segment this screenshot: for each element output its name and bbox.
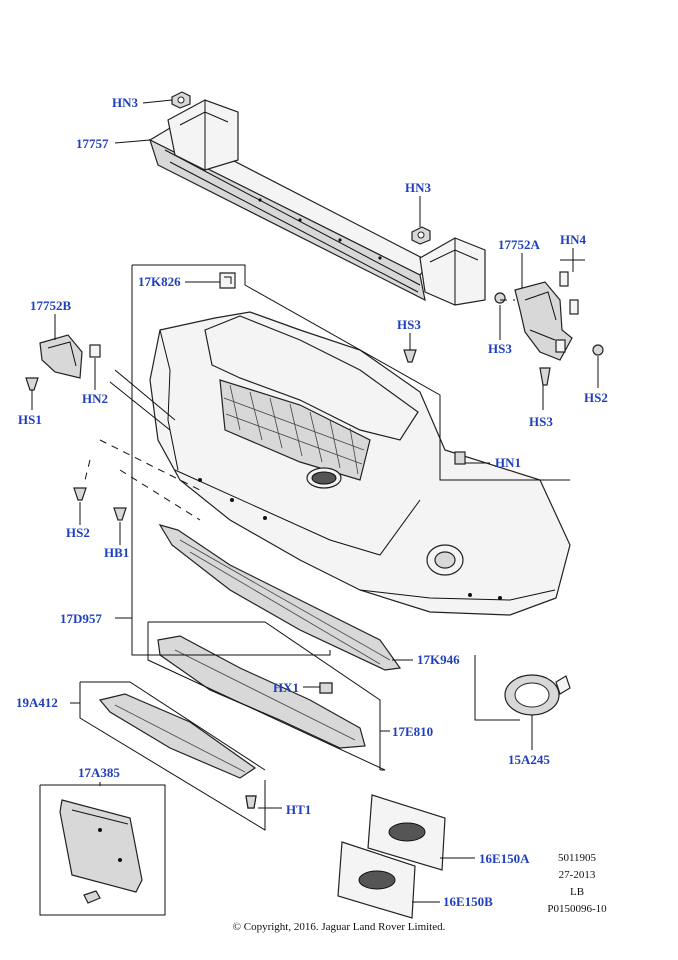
- ref-lb: LB: [569, 886, 585, 898]
- label-16e150a: 16E150A: [479, 851, 530, 866]
- label-17752b: 17752B: [30, 298, 72, 313]
- label-hb1: HB1: [104, 545, 130, 560]
- label-hs3-center: HS3: [397, 317, 421, 332]
- licence-plate-bracket: [59, 799, 143, 904]
- clip-17k826: [219, 272, 236, 289]
- fastener-ht1: [245, 795, 257, 809]
- fastener-hb1: [113, 507, 127, 521]
- label-hs1: HS1: [18, 412, 42, 427]
- label-17e810: 17E810: [392, 724, 434, 739]
- label-hn4: HN4: [560, 232, 586, 247]
- ref-date: 27-2013: [558, 869, 596, 881]
- side-bracket-left: [25, 334, 101, 391]
- side-bracket-right: [494, 271, 604, 386]
- label-hn3-top: HN3: [112, 95, 138, 110]
- label-hs2-left: HS2: [66, 525, 90, 540]
- illustration-id: P0150096-10: [547, 903, 607, 915]
- hn3-nut-right: [411, 226, 431, 245]
- number-plate-a: [367, 794, 446, 871]
- fastener-hn1: [454, 451, 466, 465]
- label-hx1: HX1: [273, 680, 299, 695]
- label-19a412: 19A412: [16, 695, 58, 710]
- label-17757: 17757: [76, 136, 109, 151]
- fastener-hs2-left: [73, 487, 87, 501]
- label-17k946: 17K946: [417, 652, 460, 667]
- leader-lines: [31, 99, 599, 903]
- label-hs2-right: HS2: [584, 390, 608, 405]
- label-hn1: HN1: [495, 455, 521, 470]
- copyright-notice: © Copyright, 2016. Jaguar Land Rover Lim…: [232, 921, 446, 933]
- install-lines: [84, 299, 515, 521]
- label-hs3-lower: HS3: [529, 414, 553, 429]
- label-hn3-right: HN3: [405, 180, 431, 195]
- label-hn2: HN2: [82, 391, 108, 406]
- label-hs3-right: HS3: [488, 341, 512, 356]
- hn3-nut-top: [171, 91, 191, 109]
- number-plate-b: [337, 841, 416, 919]
- label-17k826: 17K826: [138, 274, 181, 289]
- label-17a385: 17A385: [78, 765, 120, 780]
- lower-panel: [98, 693, 257, 809]
- label-16e150b: 16E150B: [443, 894, 493, 909]
- reinforcement-beam: [148, 99, 486, 306]
- lower-grille: [158, 524, 402, 671]
- ref-number: 5011905: [557, 852, 597, 864]
- label-15a245: 15A245: [508, 752, 550, 767]
- fastener-hs3-center: [403, 349, 417, 363]
- bumper-cover: [149, 311, 571, 616]
- group-outline: [39, 264, 570, 916]
- fog-lamp-surround: [504, 674, 571, 716]
- label-17752a: 17752A: [498, 237, 540, 252]
- label-ht1: HT1: [286, 802, 312, 817]
- label-17d957: 17D957: [60, 611, 102, 626]
- fastener-hx1: [319, 682, 333, 694]
